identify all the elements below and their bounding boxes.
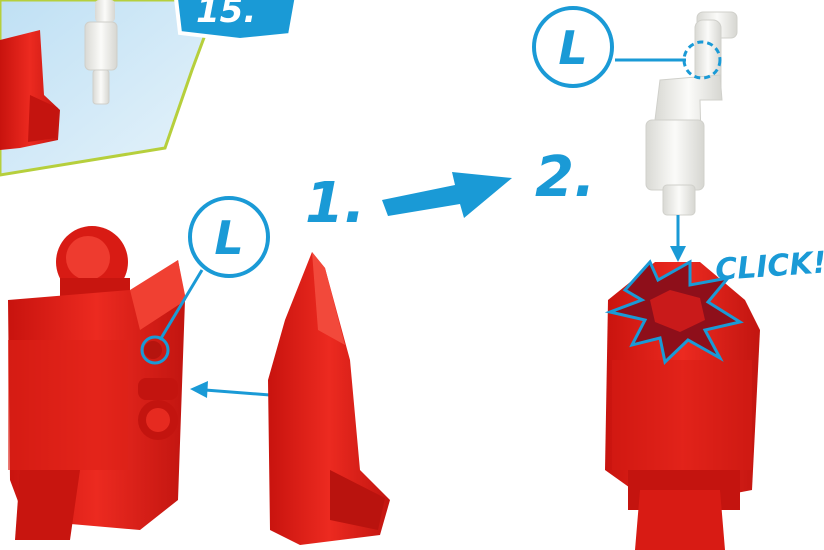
progress-arrow — [382, 172, 512, 218]
click-label: CLICK! — [714, 245, 824, 288]
callout-letter: L — [558, 21, 587, 75]
step-number-text: 15. — [196, 0, 256, 31]
callout-letter: L — [214, 211, 243, 265]
white-arm-piece — [646, 12, 737, 215]
step-label-2: 2. — [535, 145, 595, 210]
step-number-badge: 15. — [175, 0, 298, 40]
previous-step-inset: 15. — [0, 0, 298, 175]
attach-arrow-left — [190, 381, 270, 398]
insert-arrow-down — [670, 215, 686, 262]
robot-body-red — [8, 226, 186, 540]
callout-l-right: L — [534, 8, 720, 86]
step-label-1: 1. — [305, 171, 365, 236]
robot-side-panel-red — [268, 252, 390, 545]
